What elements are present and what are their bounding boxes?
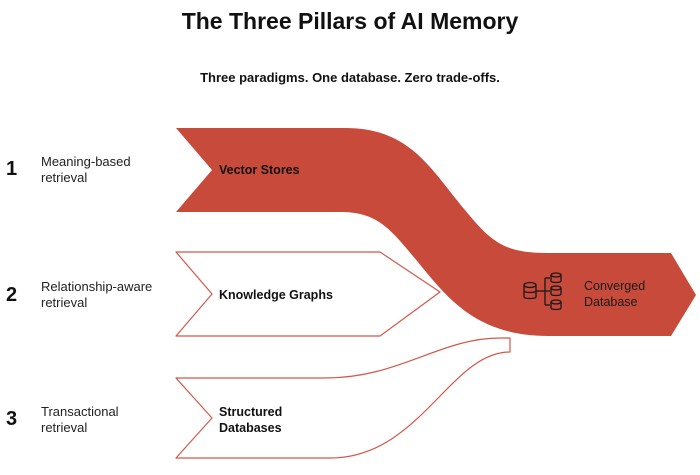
vector-stores-label: Vector Stores — [219, 163, 300, 177]
pillar-2-number: 2 — [6, 284, 18, 306]
band-structured-databases — [175, 337, 511, 459]
band-knowledge-graphs — [175, 251, 441, 337]
pillar-3-description: Transactional retrieval — [41, 404, 119, 435]
structured-databases-label: Structured Databases — [219, 405, 283, 435]
knowledge-graphs-label: Knowledge Graphs — [219, 288, 333, 302]
pillar-1-number: 1 — [6, 158, 18, 180]
database-icon — [523, 272, 562, 311]
pillar-1-description: Meaning-based retrieval — [41, 154, 131, 185]
pillar-3-number: 3 — [6, 408, 18, 430]
converged-database-label: Converged Database — [584, 279, 646, 309]
page-subtitle: Three paradigms. One database. Zero trad… — [200, 70, 500, 85]
band-vector-stores — [176, 128, 696, 336]
pillar-2-description: Relationship-aware retrieval — [41, 279, 153, 310]
page-title: The Three Pillars of AI Memory — [181, 8, 519, 34]
